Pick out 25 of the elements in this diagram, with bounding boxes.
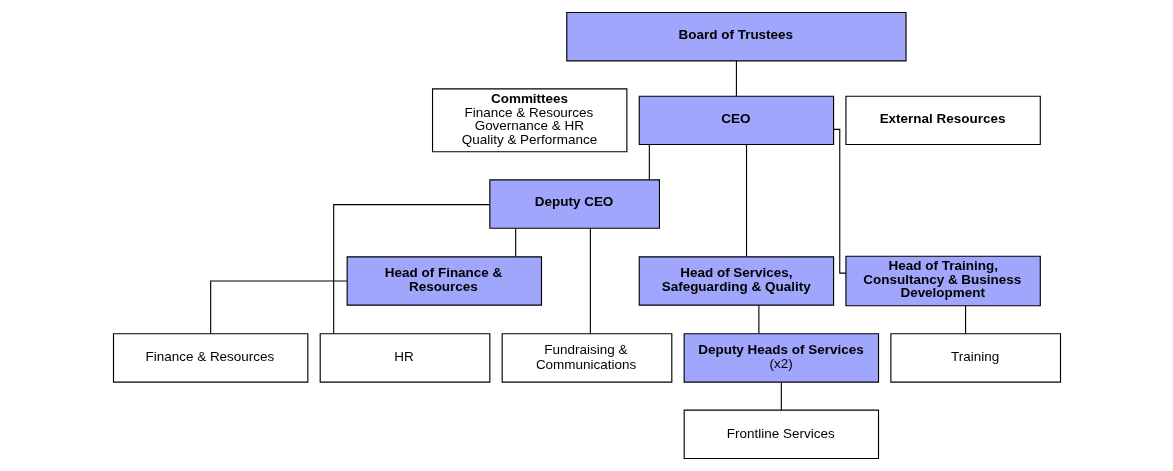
node-box: External Resources	[844, 95, 1041, 146]
node-box: Committees Finance & Resources Governance & HR Quality & Performance	[431, 88, 627, 153]
connector	[648, 144, 650, 181]
connector	[514, 227, 516, 258]
node-box: Frontline Services	[683, 409, 879, 460]
connector	[832, 128, 846, 274]
node-box: Head of Services, Safeguarding & Quality	[638, 256, 834, 306]
node-box: Deputy Heads of Services (x2)	[683, 333, 879, 383]
node-box: HR	[319, 333, 490, 383]
connector	[757, 304, 759, 335]
node-box: Deputy CEO	[488, 179, 660, 229]
node-box: Finance & Resources	[112, 333, 308, 383]
connector	[209, 280, 347, 335]
node-box: CEO	[638, 95, 834, 146]
node-box: Head of Training, Consultancy & Business Development	[844, 255, 1041, 307]
connector	[780, 381, 782, 411]
connector	[964, 305, 966, 335]
node-box: Head of Finance & Resources	[346, 256, 542, 306]
connector	[745, 144, 747, 257]
connector	[332, 204, 490, 335]
node-box: Training	[889, 333, 1061, 383]
connector	[735, 60, 737, 97]
connector	[589, 227, 591, 335]
node-box: Fundraising & Communications	[501, 333, 672, 383]
node-box: Board of Trustees	[565, 11, 907, 62]
